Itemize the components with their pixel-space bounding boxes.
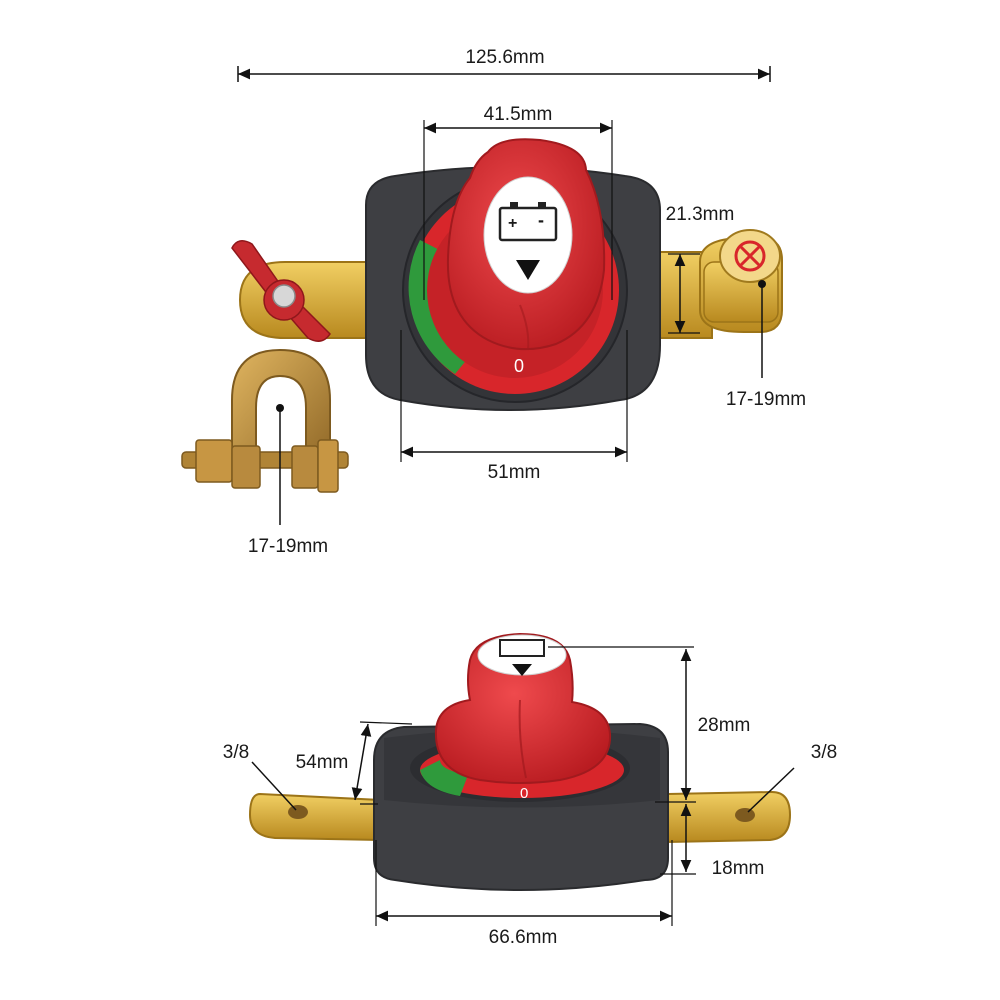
battery-clamp: [181, 348, 349, 493]
mounting-bar: [248, 790, 792, 844]
dim-clamp-diameter: 17-19mm: [248, 404, 328, 557]
side-off-label: 0: [520, 785, 528, 802]
right-mount-hole: [735, 808, 755, 822]
pointer-arrow-icon: [516, 260, 540, 280]
dim-terminal-height: 21.3mm: [666, 204, 735, 334]
knob-plus-label: +: [508, 215, 517, 232]
side-knob[interactable]: [434, 632, 612, 784]
off-position-label: 0: [514, 356, 524, 376]
dim-post-diameter: 17-19mm: [726, 280, 806, 410]
dim-knob-width: 41.5mm: [423, 104, 613, 300]
battery-symbol-icon: [498, 206, 558, 242]
knob-minus-label: -: [538, 210, 544, 230]
dim-knob-height: 28mm: [548, 646, 751, 803]
overall-width-label: 125.6mm: [465, 47, 544, 68]
hole-right-label: 3/8: [811, 742, 837, 763]
terminal-height-label: 21.3mm: [666, 204, 735, 225]
dim-hole-right: 3/8: [747, 742, 837, 813]
dim-base-width: 66.6mm: [375, 840, 673, 948]
rotary-knob[interactable]: + -: [446, 138, 606, 351]
dim-hole-left: 3/8: [223, 742, 297, 811]
housing-width-label: 51mm: [488, 462, 541, 483]
dim-housing-depth: 54mm: [296, 721, 413, 805]
clamp-diameter-label: 17-19mm: [248, 536, 328, 557]
dim-housing-width: 51mm: [400, 330, 628, 483]
side-pointer-arrow-icon: [512, 664, 532, 676]
left-mount-hole: [288, 805, 308, 819]
base-width-label: 66.6mm: [489, 927, 558, 948]
side-battery-symbol-icon: [499, 639, 545, 657]
dim-base-height: 18mm: [660, 804, 764, 879]
post-diameter-label: 17-19mm: [726, 389, 806, 410]
housing-depth-label: 54mm: [296, 752, 349, 773]
knob-height-label: 28mm: [698, 715, 751, 736]
knob-width-label: 41.5mm: [484, 104, 553, 125]
positive-symbol-icon: [734, 240, 766, 272]
dim-overall-width: 125.6mm: [237, 47, 771, 82]
top-view: + - 0 125.6mm 41.5mm 51mm: [181, 47, 806, 557]
positive-post: [719, 229, 781, 283]
hole-left-label: 3/8: [223, 742, 249, 763]
base-height-label: 18mm: [712, 858, 765, 879]
side-view: 0 28mm 18mm 54mm 66.6mm 3/8: [223, 632, 837, 948]
wing-nut[interactable]: [231, 240, 331, 342]
